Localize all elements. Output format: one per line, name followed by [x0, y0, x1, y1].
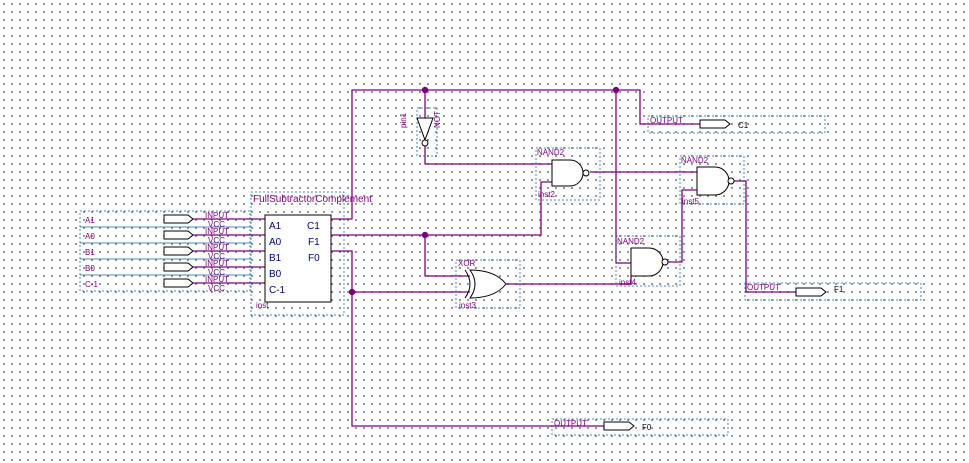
wire-junctions [348, 86, 620, 296]
nand2-gate-inst2[interactable]: NAND2 inst2 [535, 147, 601, 201]
input-pin-name: B1 [85, 248, 95, 257]
block-port-c1: C1 [307, 221, 320, 232]
nand2-gate-inst5[interactable]: NAND2 inst5 [679, 155, 745, 206]
not-type-label: NOT [433, 111, 442, 128]
output-pin-c1[interactable]: OUTPUT C1 [647, 115, 826, 134]
output-pin-arrow-icon [603, 421, 635, 431]
input-pin-arrow-icon [163, 230, 194, 240]
output-pin-type: OUTPUT [650, 116, 683, 125]
input-pin-arrow-icon [163, 262, 194, 272]
input-pin-supply: VCC [208, 252, 225, 261]
gate-type: NAND2 [537, 148, 565, 157]
not-gate[interactable]: pin1 NOT [399, 107, 442, 157]
output-pin-arrow-icon [795, 287, 827, 297]
block-instance: inst [256, 301, 269, 310]
output-pin-name: F1 [834, 285, 844, 294]
block-port-f1: F1 [308, 237, 320, 248]
input-pin-name: A0 [85, 232, 95, 241]
gate-instance: inst4 [619, 278, 636, 287]
output-pin-f0[interactable]: OUTPUT F0 [551, 418, 729, 436]
input-pin-supply: VCC [208, 220, 225, 229]
xor-gate-inst3[interactable]: XOR inst3 [455, 259, 521, 310]
input-pin-name: A1 [85, 216, 95, 225]
input-pin-type: INPUT [205, 227, 229, 236]
gate-type: XOR [458, 259, 476, 268]
input-pin-supply: VCC [208, 268, 225, 277]
block-port-f0: F0 [308, 253, 320, 264]
input-pin-arrow-icon [163, 278, 194, 288]
block-title: FullSubtractorComplement [253, 194, 372, 205]
gate-instance: inst5 [682, 197, 699, 206]
input-pin-type: INPUT [205, 211, 229, 220]
output-pin-type: OUTPUT [747, 283, 780, 292]
block-port-c-1: C-1 [269, 285, 286, 296]
gate-instance: inst2 [538, 190, 555, 199]
full-subtractor-block[interactable]: FullSubtractorComplement inst A1 A0 B1 B… [250, 191, 372, 316]
net-c1 [331, 89, 702, 264]
net-nand5-out [734, 180, 800, 293]
net-nand4-out [668, 189, 697, 263]
input-pin-type: INPUT [205, 275, 229, 284]
input-pin-supply: VCC [208, 284, 225, 293]
gate-type: NAND2 [617, 237, 645, 246]
input-pin-c-1[interactable]: C-1 INPUT VCC [79, 274, 251, 293]
net-xor-out [506, 276, 632, 285]
block-port-b0: B0 [269, 269, 282, 280]
block-port-a0: A0 [269, 237, 282, 248]
nand2-gate-inst4[interactable]: NAND2 inst4 [615, 235, 681, 287]
input-pin-supply: VCC [208, 236, 225, 245]
input-pin-type: INPUT [205, 243, 229, 252]
output-pin-type: OUTPUT [554, 419, 587, 428]
block-port-b1: B1 [269, 253, 282, 264]
net-f0 [331, 250, 606, 427]
input-wires [193, 218, 265, 284]
input-pin-type: INPUT [205, 259, 229, 268]
gate-type: NAND2 [681, 156, 709, 165]
output-pin-name: F0 [642, 423, 652, 432]
block-port-a1: A1 [269, 221, 282, 232]
input-pin-arrow-icon [163, 214, 194, 224]
input-pin-name: B0 [85, 264, 95, 273]
not-pin-label: pin1 [399, 112, 408, 128]
input-pin-arrow-icon [163, 246, 194, 256]
net-f1 [331, 181, 552, 277]
output-pin-arrow-icon [699, 119, 731, 129]
gate-instance: inst3 [459, 301, 476, 310]
output-pin-f1[interactable]: OUTPUT F1 [744, 282, 922, 301]
net-not-out [424, 146, 552, 165]
output-pin-name: C1 [738, 121, 749, 130]
input-pin-name: C-1 [85, 280, 98, 289]
